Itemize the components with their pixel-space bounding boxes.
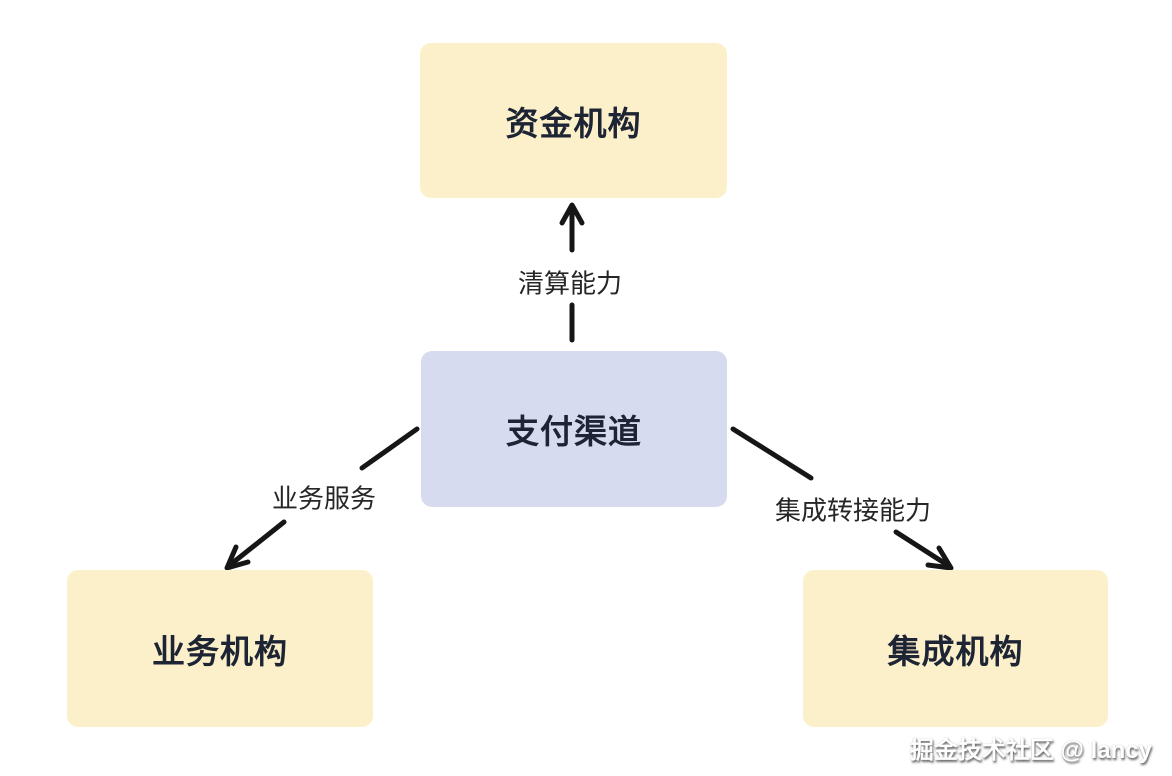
node-payment-label: 支付渠道 — [506, 413, 642, 450]
node-integration-institution: 集成机构 — [803, 570, 1108, 727]
node-business-institution: 业务机构 — [67, 570, 373, 727]
node-payment-channel: 支付渠道 — [421, 351, 727, 507]
node-integration-label: 集成机构 — [887, 632, 1024, 670]
arrow-down-right-icon — [730, 426, 954, 571]
arrow-up-icon — [559, 202, 585, 343]
watermark: 掘金技术社区 @ lancy — [909, 737, 1152, 764]
edge-label-clearing-capability: 清算能力 — [517, 268, 623, 299]
edge-label-integration-switch-capability: 集成转接能力 — [774, 495, 932, 526]
arrow-down-left-icon — [224, 426, 420, 571]
edge-label-business-service: 业务服务 — [271, 483, 377, 514]
node-business-label: 业务机构 — [152, 632, 288, 670]
node-funding-institution: 资金机构 — [420, 43, 727, 198]
node-funding-label: 资金机构 — [505, 104, 642, 142]
